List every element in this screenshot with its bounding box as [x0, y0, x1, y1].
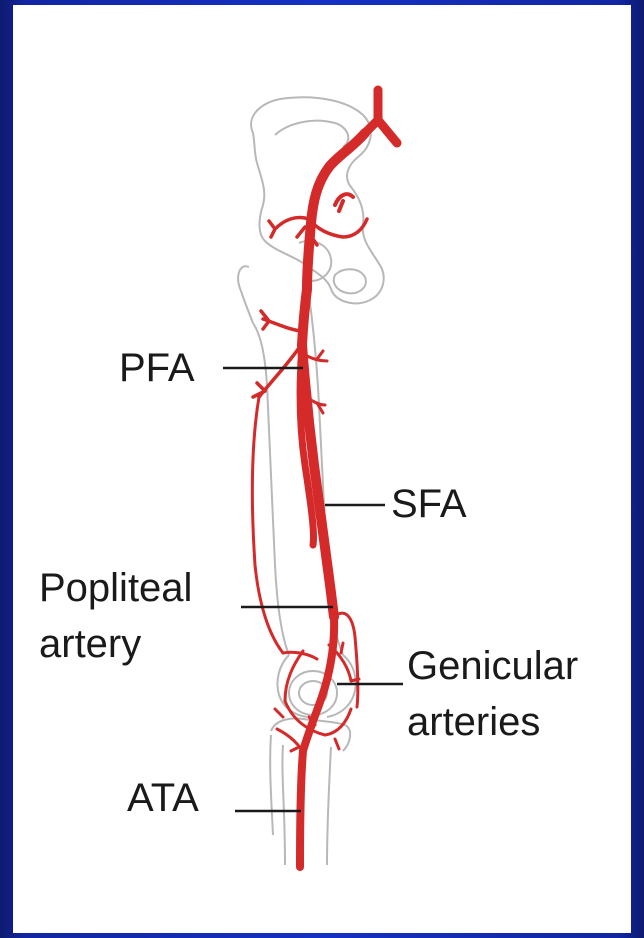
popliteal-label-line2: artery: [39, 622, 141, 666]
tibia: [282, 745, 331, 865]
sfa-label: SFA: [391, 482, 467, 526]
internal-iliac-branch: [335, 194, 353, 211]
ata-label: ATA: [127, 776, 199, 820]
genicular-label-line2: arteries: [407, 700, 540, 744]
popliteal-label-line1: Popliteal: [39, 566, 192, 610]
anterior-tibial-artery: [300, 751, 303, 867]
leg-arterial-anatomy-diagram: PFA SFA Popliteal artery Genicular arter…: [13, 5, 631, 933]
genicular-label-line1: Genicular: [407, 644, 578, 688]
diagram-panel: PFA SFA Popliteal artery Genicular arter…: [12, 5, 631, 933]
lateral-circumflex: [253, 311, 301, 397]
common-femoral-artery: [302, 289, 307, 345]
circumflex-branches: [269, 217, 367, 245]
descending-geniculate: [252, 397, 283, 653]
pfa-label: PFA: [119, 346, 195, 390]
pelvis-inner: [275, 121, 348, 147]
greater-trochanter: [238, 266, 253, 323]
femur-shaft: [253, 323, 289, 655]
obturator: [334, 269, 366, 293]
external-iliac-artery: [307, 133, 365, 289]
popliteal-artery: [303, 617, 334, 751]
fibula: [270, 735, 273, 835]
arterial-tree: [252, 90, 397, 867]
